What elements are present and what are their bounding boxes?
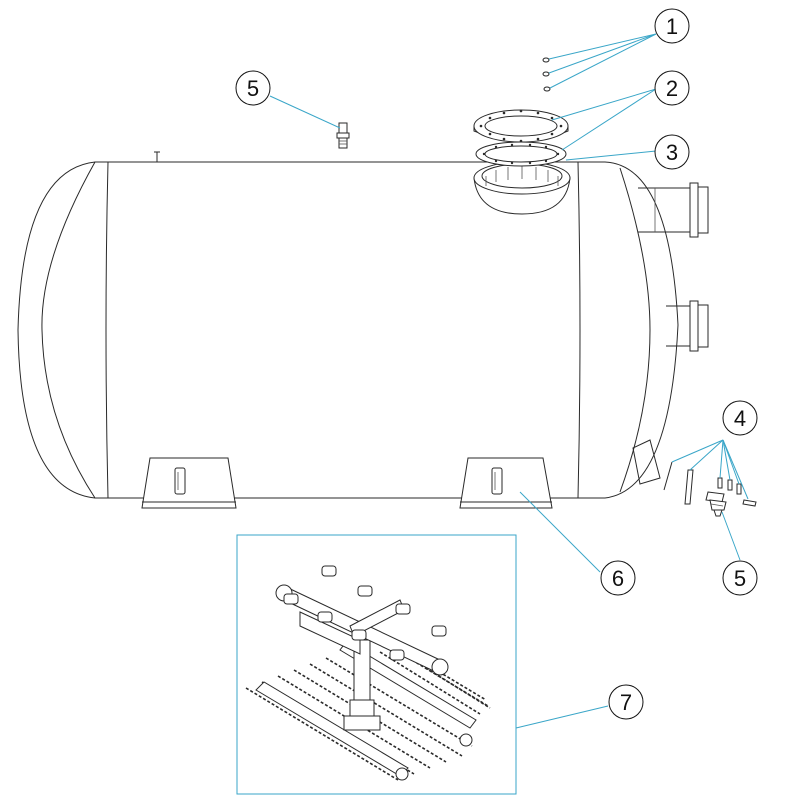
callout-2: 2 [654, 70, 690, 106]
svg-text:5: 5 [247, 76, 259, 101]
svg-text:4: 4 [734, 406, 746, 431]
vent-valve-top [336, 122, 350, 149]
callout-3: 3 [654, 134, 690, 170]
tank-body [17, 151, 679, 499]
callout-6: 6 [600, 560, 636, 596]
callout-5-top: 5 [235, 70, 271, 106]
support-leg-right [459, 457, 553, 509]
leader-lines [269, 33, 749, 729]
inset-frame [236, 534, 517, 795]
support-leg-left [141, 457, 237, 509]
callout-1: 1 [654, 8, 690, 44]
svg-text:5: 5 [734, 566, 746, 591]
svg-text:3: 3 [666, 140, 678, 165]
manhole-cover [473, 109, 569, 143]
drain-valve [705, 491, 727, 517]
upper-side-nozzle [638, 182, 709, 238]
bottom-side-drain [632, 439, 661, 485]
collector-assembly [245, 565, 491, 781]
lower-side-nozzle [666, 300, 709, 352]
svg-text:7: 7 [620, 690, 632, 715]
gasket-ring [475, 141, 567, 167]
svg-text:6: 6 [612, 566, 624, 591]
callout-4: 4 [722, 400, 758, 436]
manhole-dome [473, 161, 571, 215]
svg-text:2: 2 [666, 76, 678, 101]
cover-screws [542, 57, 551, 92]
svg-text:1: 1 [666, 14, 678, 39]
callout-5-bottom: 5 [722, 560, 758, 596]
drain-parts [663, 461, 757, 507]
callout-7: 7 [608, 684, 644, 720]
